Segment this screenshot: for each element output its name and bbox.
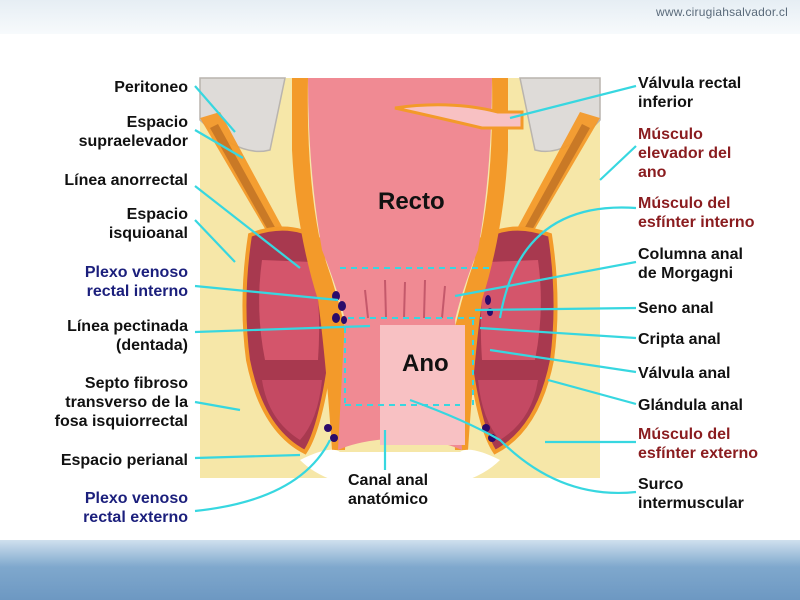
anal-columns <box>364 279 446 319</box>
anal-canal-light <box>380 325 465 445</box>
site-url: www.cirugiahsalvador.cl <box>656 5 788 19</box>
label-plexo-venoso-rectal-externo: Plexo venoso rectal externo <box>83 490 188 526</box>
label-septo-fibroso: Septo fibroso transverso de la fosa isqu… <box>54 375 188 430</box>
label-valvula-anal: Válvula anal <box>638 365 731 382</box>
ano-label: Ano <box>402 350 449 377</box>
internal-sphincter-left <box>292 78 350 450</box>
header-band <box>0 0 800 34</box>
rectum <box>308 78 492 320</box>
label-seno-anal: Seno anal <box>638 300 714 317</box>
anal-verge <box>300 449 500 490</box>
callout-lines <box>194 84 637 513</box>
label-musculo-esfinter-interno: Músculo del esfínter interno <box>638 195 755 231</box>
label-plexo-venoso-rectal-interno: Plexo venoso rectal interno <box>84 264 188 300</box>
external-sphincter-left-lobe <box>259 260 320 360</box>
label-musculo-esfinter-externo: Músculo del esfínter externo <box>638 426 759 462</box>
label-surco-intermuscular: Surco intermuscular <box>638 476 744 512</box>
canal-anal-label: Canal anal anatómico <box>347 472 429 508</box>
rectal-valve <box>394 103 524 130</box>
external-sphincter-left-lower <box>262 380 322 440</box>
label-cripta-anal: Cripta anal <box>638 331 721 348</box>
label-espacio-perianal: Espacio perianal <box>60 452 188 469</box>
footer-band <box>0 540 800 600</box>
label-valvula-rectal-inferior: Válvula rectal inferior <box>638 75 742 111</box>
label-linea-pectinada: Línea pectinada (dentada) <box>67 318 188 354</box>
recto-label: Recto <box>378 188 445 215</box>
label-espacio-isquioanal: Espacio isquioanal <box>108 206 188 242</box>
label-espacio-supraelevador: Espacio supraelevador <box>78 114 188 150</box>
label-glandula-anal: Glándula anal <box>638 397 743 414</box>
external-sphincter-right-lower <box>478 380 538 440</box>
label-musculo-elevador-del-ano: Músculo elevador del ano <box>638 126 732 181</box>
label-columna-anal-morgagni: Columna anal de Morgagni <box>638 246 743 282</box>
label-linea-anorrectal: Línea anorrectal <box>64 172 188 189</box>
label-peritoneo: Peritoneo <box>114 79 188 96</box>
